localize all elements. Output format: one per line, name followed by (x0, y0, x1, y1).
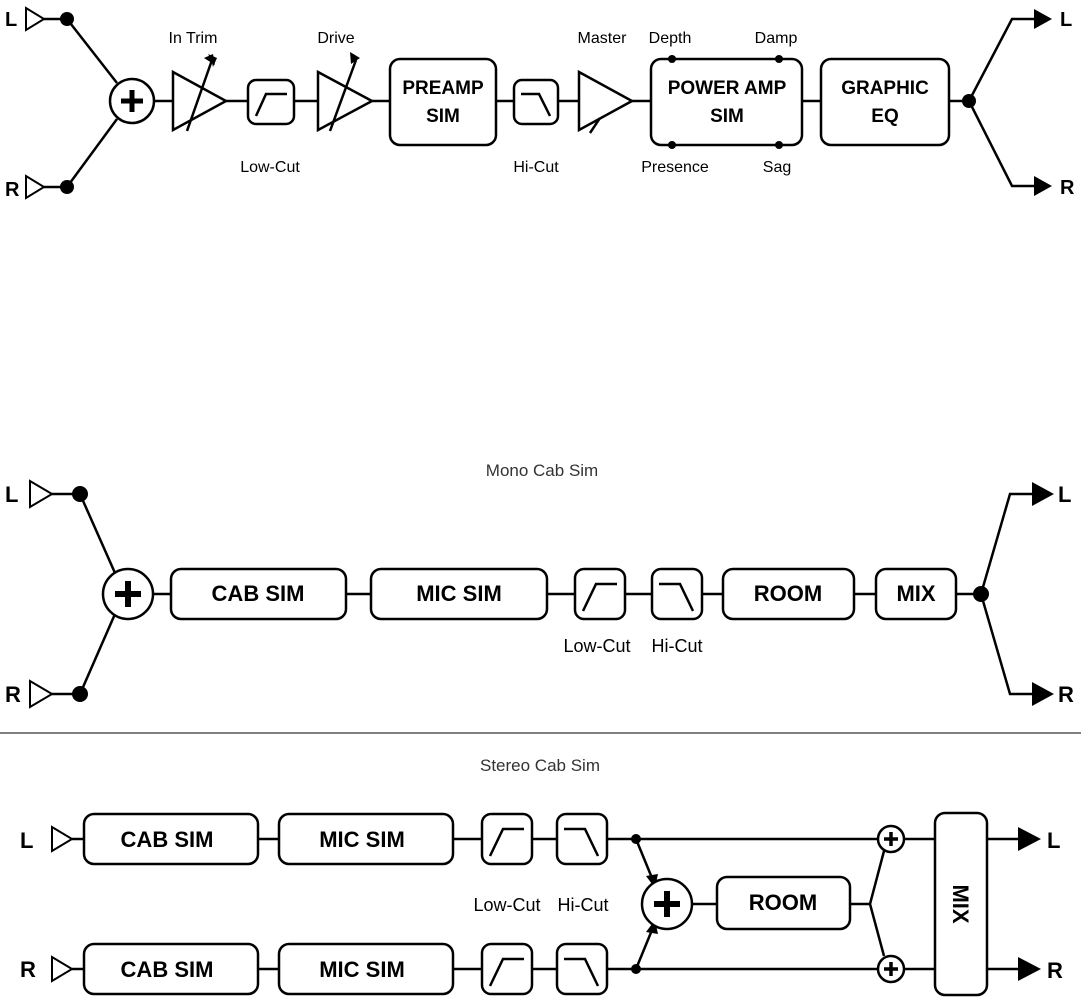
stereo-low-cut-right-filter-icon (480, 942, 534, 996)
amp-low-cut-filter-icon (246, 78, 296, 126)
stereo-cab-caption: Stereo Cab Sim (480, 756, 600, 775)
stereo-mic-sim-right-label: MIC SIM (319, 957, 405, 982)
presence-label: Presence (641, 159, 709, 176)
stereo-output-right-arrow-icon (1018, 957, 1041, 981)
stereo-cab-sim-left-label: CAB SIM (121, 827, 214, 852)
mono-cab-section: Mono Cab Sim L R CAB SIM MIC SIM Low-Cut… (5, 461, 1074, 709)
preamp-sim-line2: SIM (426, 106, 460, 127)
stereo-mix-label: MIX (948, 884, 973, 923)
stereo-output-left-arrow-icon (1018, 827, 1041, 851)
mono-low-cut-label: Low-Cut (563, 636, 630, 656)
preamp-sim-line1: PREAMP (402, 78, 484, 99)
master-label: Master (578, 30, 628, 47)
amp-output-right-label: R (1060, 177, 1075, 199)
stereo-input-right-label: R (20, 957, 36, 982)
amp-input-left-label: L (5, 9, 17, 31)
amp-hi-cut-label: Hi-Cut (513, 159, 559, 176)
stereo-room-label: ROOM (749, 890, 817, 915)
mono-cab-caption: Mono Cab Sim (486, 461, 598, 480)
stereo-cab-sim-right-label: CAB SIM (121, 957, 214, 982)
power-amp-sim-line2: SIM (710, 106, 744, 127)
mono-output-right-arrow-icon (1032, 682, 1054, 706)
power-amp-sim-line1: POWER AMP (668, 78, 787, 99)
amp-input-right-jack-icon (25, 174, 46, 200)
depth-label: Depth (649, 30, 692, 47)
mono-output-left-label: L (1058, 482, 1071, 507)
mono-input-left-jack-icon (29, 479, 54, 509)
master-amplifier-icon (577, 69, 635, 133)
drive-amplifier-icon (316, 69, 375, 133)
mono-room-label: ROOM (754, 581, 822, 606)
stereo-input-left-label: L (20, 828, 33, 853)
amp-input-right-label: R (5, 179, 20, 201)
amp-low-cut-label: Low-Cut (240, 159, 300, 176)
drive-label: Drive (317, 30, 354, 47)
stereo-input-right-jack-icon (51, 955, 74, 983)
amp-output-left-arrow-icon (1034, 9, 1052, 29)
amp-output-right-arrow-icon (1034, 176, 1052, 196)
amp-section: L R In Trim Low-Cut Drive (5, 6, 1075, 201)
stereo-input-left-jack-icon (51, 825, 74, 853)
graphic-eq-line1: GRAPHIC (841, 78, 929, 99)
mono-input-left-label: L (5, 482, 18, 507)
mono-output-right-label: R (1058, 682, 1074, 707)
stereo-low-cut-label: Low-Cut (473, 895, 540, 915)
mono-cab-sim-label: CAB SIM (212, 581, 305, 606)
amp-output-left-label: L (1060, 9, 1072, 31)
amp-input-left-jack-icon (25, 6, 46, 32)
graphic-eq-block (819, 57, 951, 147)
mono-mic-sim-label: MIC SIM (416, 581, 502, 606)
in-trim-label: In Trim (169, 30, 218, 47)
mono-mix-label: MIX (896, 581, 935, 606)
mono-low-cut-filter-icon (573, 567, 627, 621)
mono-hi-cut-label: Hi-Cut (651, 636, 702, 656)
stereo-output-right-label: R (1047, 958, 1063, 983)
stereo-cab-section: Stereo Cab Sim L CAB SIM MIC SIM R CAB S… (20, 756, 1063, 997)
stereo-mic-sim-left-label: MIC SIM (319, 827, 405, 852)
damp-label: Damp (755, 30, 798, 47)
mono-input-right-jack-icon (29, 679, 54, 709)
stereo-output-left-label: L (1047, 828, 1060, 853)
amp-hi-cut-filter-icon (512, 78, 560, 126)
stereo-low-cut-left-filter-icon (480, 812, 534, 866)
mono-hi-cut-filter-icon (650, 567, 704, 621)
mono-input-right-label: R (5, 682, 21, 707)
in-trim-amplifier-icon (171, 69, 229, 133)
stereo-hi-cut-label: Hi-Cut (557, 895, 608, 915)
preamp-sim-block (388, 57, 498, 147)
graphic-eq-line2: EQ (871, 106, 898, 127)
power-amp-sim-block (649, 57, 804, 147)
stereo-hi-cut-left-filter-icon (555, 812, 609, 866)
stereo-hi-cut-right-filter-icon (555, 942, 609, 996)
mono-output-left-arrow-icon (1032, 482, 1054, 506)
sag-label: Sag (763, 159, 791, 176)
stereo-mix-block (933, 811, 989, 997)
